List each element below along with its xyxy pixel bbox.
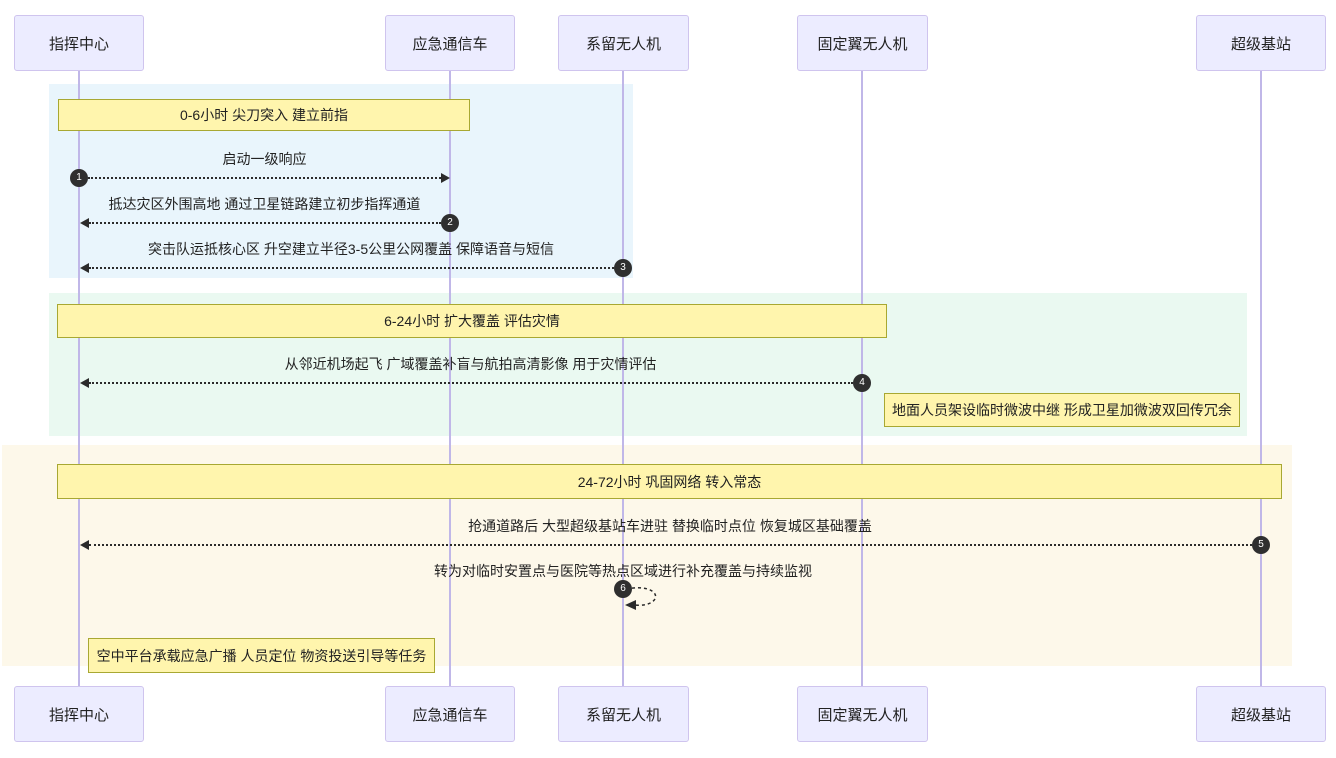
note-microwave-relay: 地面人员架设临时微波中继 形成卫星加微波双回传冗余 — [884, 393, 1240, 427]
message-1-line — [88, 177, 441, 179]
note-aerial-platform-tasks-label: 空中平台承载应急广播 人员定位 物资投送引导等任务 — [96, 647, 427, 664]
lifeline-command-center — [78, 71, 80, 686]
message-3-arrowhead-icon — [80, 263, 89, 273]
phase-1-title-label: 0-6小时 尖刀突入 建立前指 — [179, 107, 348, 123]
message-1-label: 启动一级响应 — [222, 151, 307, 167]
message-2-label: 抵达灾区外围高地 通过卫星链路建立初步指挥通道 — [108, 196, 421, 212]
message-2-seq-badge: 2 — [441, 214, 459, 232]
actor-super-base-station-top: 超级基站 — [1196, 15, 1326, 71]
phase-2-title-label: 6-24小时 扩大覆盖 评估灾情 — [384, 313, 560, 329]
note-aerial-platform-tasks: 空中平台承载应急广播 人员定位 物资投送引导等任务 — [88, 638, 435, 673]
actor-fixed-wing-drone-label: 固定翼无人机 — [817, 35, 908, 53]
phase-3-title: 24-72小时 巩固网络 转入常态 — [57, 464, 1282, 499]
message-5-seq-badge: 5 — [1252, 536, 1270, 554]
message-5-line — [89, 544, 1252, 546]
actor-super-base-station-label: 超级基站 — [1230, 35, 1291, 53]
actor-fixed-wing-drone-bottom: 固定翼无人机 — [797, 686, 928, 742]
message-2-line — [89, 222, 441, 224]
message-1-arrowhead-icon — [441, 173, 450, 183]
lifeline-comm-vehicle — [449, 71, 451, 686]
message-4-seq-badge: 4 — [853, 374, 871, 392]
message-3-line — [89, 267, 614, 269]
actor-tethered-drone-bottom-label: 系留无人机 — [585, 706, 661, 724]
message-6-label: 转为对临时安置点与医院等热点区域进行补充覆盖与持续监视 — [434, 563, 812, 579]
message-5-arrowhead-icon — [80, 540, 89, 550]
actor-fixed-wing-drone-bottom-label: 固定翼无人机 — [817, 706, 908, 724]
message-2-arrowhead-icon — [80, 218, 89, 228]
actor-tethered-drone-bottom: 系留无人机 — [558, 686, 689, 742]
message-5-label: 抢通道路后 大型超级基站车进驻 替换临时点位 恢复城区基础覆盖 — [468, 518, 872, 534]
message-4-arrowhead-icon — [80, 378, 89, 388]
message-4-label: 从邻近机场起飞 广域覆盖补盲与航拍高清影像 用于灾情评估 — [284, 356, 657, 372]
actor-command-center-label: 指挥中心 — [48, 35, 109, 53]
lifeline-super-base-station — [1260, 71, 1262, 686]
actor-tethered-drone-label: 系留无人机 — [585, 35, 661, 53]
actor-command-center-top: 指挥中心 — [14, 15, 144, 71]
message-3-seq-badge: 3 — [614, 259, 632, 277]
actor-comm-vehicle-top: 应急通信车 — [385, 15, 515, 71]
message-4-line — [89, 382, 853, 384]
actor-super-base-station-bottom-label: 超级基站 — [1230, 706, 1291, 724]
actor-comm-vehicle-bottom-label: 应急通信车 — [412, 706, 488, 724]
message-1-seq-badge: 1 — [70, 169, 88, 187]
message-6-seq-badge: 6 — [614, 580, 632, 598]
actor-tethered-drone-top: 系留无人机 — [558, 15, 689, 71]
message-3-label: 突击队运抵核心区 升空建立半径3-5公里公网覆盖 保障语音与短信 — [147, 241, 554, 257]
actor-comm-vehicle-label: 应急通信车 — [412, 35, 488, 53]
note-microwave-relay-label: 地面人员架设临时微波中继 形成卫星加微波双回传冗余 — [892, 402, 1232, 418]
actor-comm-vehicle-bottom: 应急通信车 — [385, 686, 515, 742]
phase-1-title: 0-6小时 尖刀突入 建立前指 — [58, 99, 470, 131]
actor-fixed-wing-drone-top: 固定翼无人机 — [797, 15, 928, 71]
actor-super-base-station-bottom: 超级基站 — [1196, 686, 1326, 742]
lifeline-tethered-drone — [622, 71, 624, 686]
message-6-self-loop-arrow — [625, 587, 657, 610]
actor-command-center-bottom-label: 指挥中心 — [48, 706, 109, 724]
actor-command-center-bottom: 指挥中心 — [14, 686, 144, 742]
phase-2-title: 6-24小时 扩大覆盖 评估灾情 — [57, 304, 887, 338]
phase-3-title-label: 24-72小时 巩固网络 转入常态 — [577, 473, 762, 490]
